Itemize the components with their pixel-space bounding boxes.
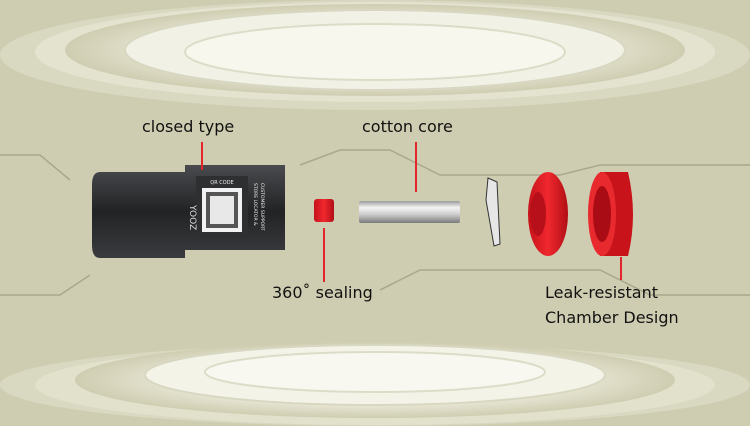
pod-cartridge: QR CODE YOOZ STORE LOCATOR & CUSTOMER SU… bbox=[92, 165, 285, 258]
pod-brand: YOOZ bbox=[187, 204, 197, 230]
label-closed-type: closed type bbox=[142, 117, 235, 136]
label-leak-resistant-2: Chamber Design bbox=[545, 308, 679, 327]
label-sealing: 360˚ sealing bbox=[272, 283, 373, 302]
leader-sealing bbox=[323, 228, 325, 282]
label-leak-resistant-1: Leak-resistant bbox=[545, 283, 658, 302]
leader-leak-resistant bbox=[620, 257, 622, 280]
pod-qr-caption: QR CODE bbox=[210, 180, 233, 186]
top-rings bbox=[0, 0, 750, 110]
label-cotton-core: cotton core bbox=[362, 117, 453, 136]
circuit-lines bbox=[0, 149, 750, 296]
pod-side-text-1: STORE LOCATOR & bbox=[252, 183, 258, 226]
sealing-cap bbox=[314, 199, 334, 222]
cotton-core bbox=[359, 201, 460, 223]
leader-cotton-core bbox=[415, 142, 417, 192]
red-seal-ring bbox=[528, 172, 568, 256]
metal-clip bbox=[485, 177, 501, 247]
pod-side-text-2: CUSTOMER SUPPORT bbox=[259, 183, 265, 231]
red-chamber bbox=[588, 172, 633, 256]
leader-closed-type bbox=[201, 142, 203, 170]
bottom-rings bbox=[0, 342, 750, 426]
